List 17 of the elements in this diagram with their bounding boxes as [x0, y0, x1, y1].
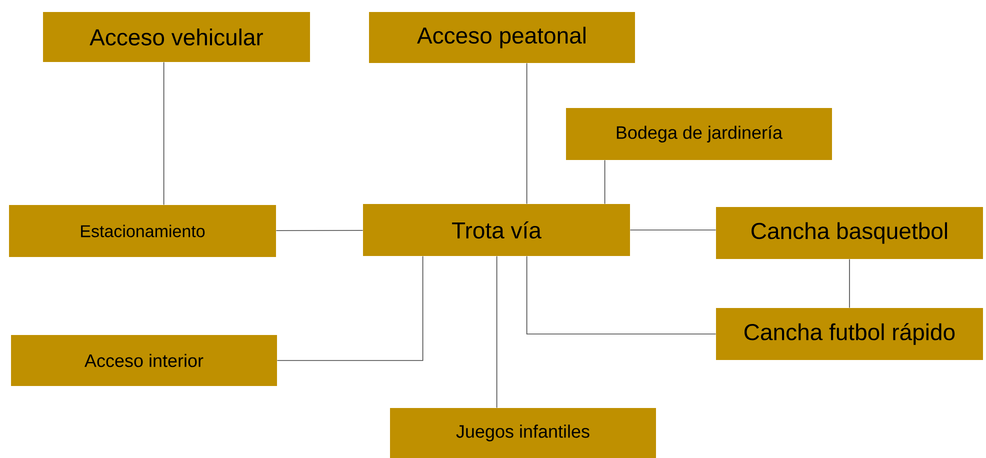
- place-box: Cancha futbol rápido: [716, 308, 983, 360]
- connector-line: [163, 62, 164, 206]
- connector-line: [526, 256, 716, 334]
- connector-line: [276, 256, 424, 361]
- place-box: Acceso vehicular: [43, 12, 310, 62]
- connector-line: [496, 256, 498, 408]
- place-box: Trota vía: [363, 204, 630, 256]
- connector-line: [276, 230, 364, 232]
- connector-line: [604, 160, 606, 204]
- place-box: Cancha basquetbol: [716, 207, 983, 259]
- place-box: Juegos infantiles: [390, 408, 656, 458]
- place-box: Bodega de jardinería: [566, 108, 832, 160]
- place-box: Acceso peatonal: [369, 12, 635, 63]
- place-box: Estacionamiento: [9, 205, 276, 257]
- place-box: Acceso interior: [11, 335, 277, 386]
- connector-line: [526, 62, 528, 204]
- connector-line: [849, 258, 850, 308]
